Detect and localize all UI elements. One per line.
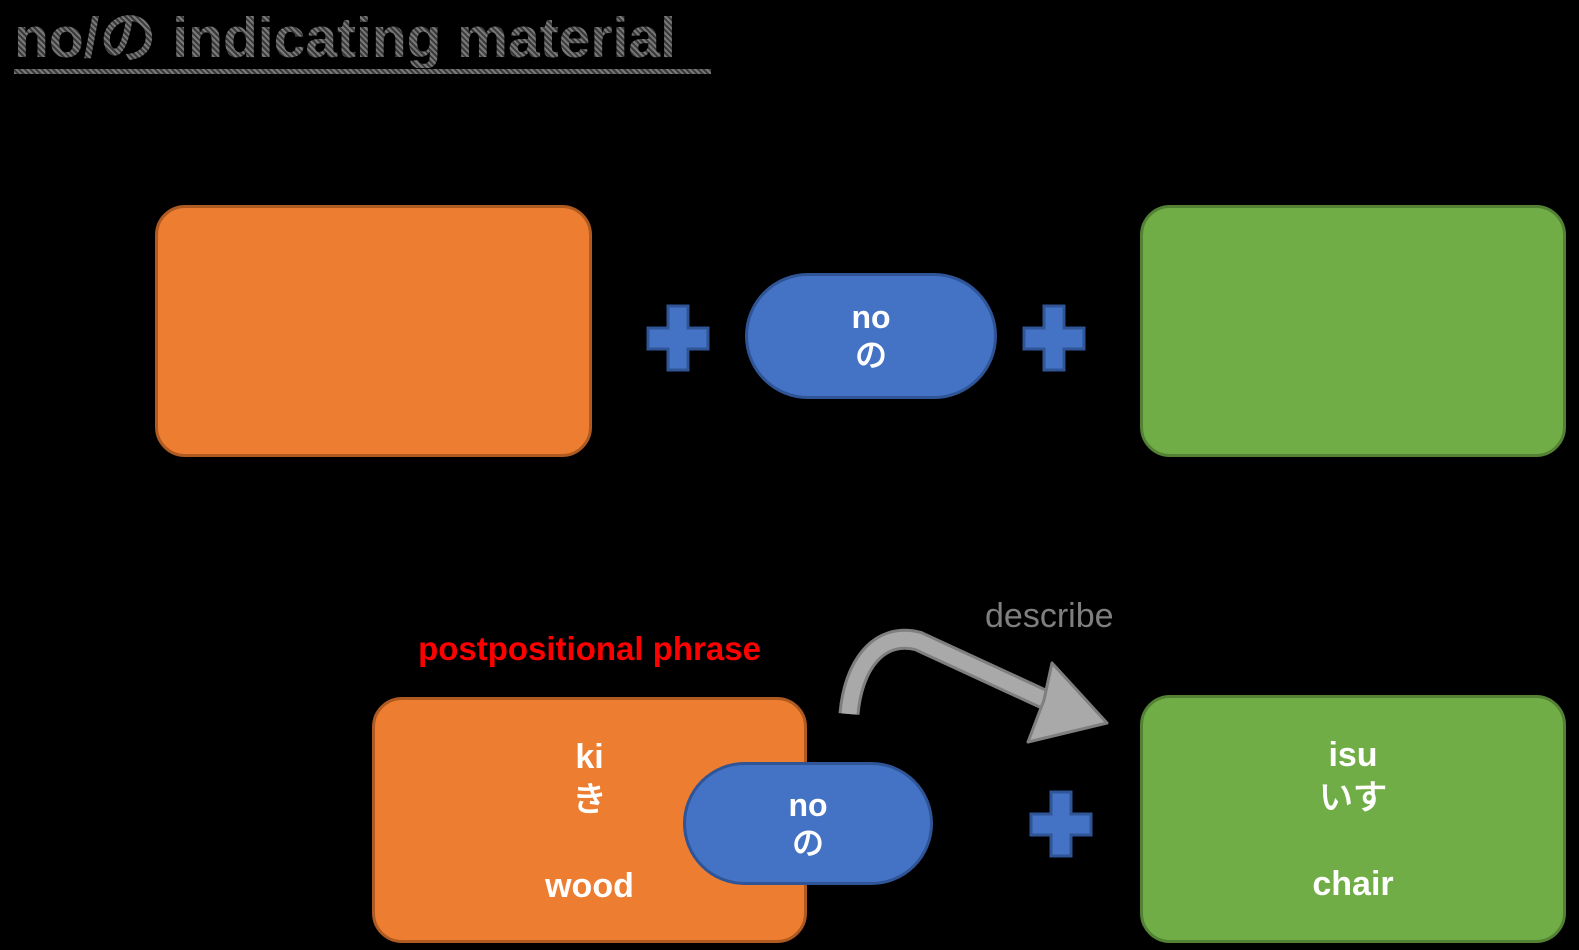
postpositional-phrase-label: postpositional phrase	[418, 630, 761, 667]
material-box-text: ki き wood	[375, 700, 804, 940]
particle-kana: の	[791, 824, 824, 861]
material-box-empty	[155, 205, 592, 457]
plus-icon	[1022, 304, 1086, 372]
item-romaji: isu	[1328, 736, 1378, 774]
item-box-text: isu いす chair	[1143, 698, 1563, 940]
particle-pill-formula: no の	[745, 273, 997, 399]
item-box-example: isu いす chair	[1140, 695, 1566, 943]
particle-pill-example: no の	[683, 762, 933, 885]
item-box-empty	[1140, 205, 1566, 457]
particle-romaji: no	[788, 786, 828, 823]
plus-icon	[1029, 790, 1093, 858]
page-title: no/の indicating material	[14, 8, 711, 68]
plus-icon	[646, 304, 710, 372]
particle-romaji: no	[851, 299, 891, 335]
particle-kana: の	[854, 337, 887, 373]
item-kana: いす	[1319, 779, 1387, 817]
title-block: no/の indicating material	[14, 8, 711, 74]
material-english: wood	[545, 867, 634, 905]
describe-arrow-label: describe	[985, 597, 1114, 635]
material-kana: き	[572, 781, 607, 819]
material-romaji: ki	[575, 738, 604, 776]
title-underline	[14, 69, 711, 74]
material-box-example: ki き wood	[372, 697, 807, 943]
item-english: chair	[1312, 865, 1394, 903]
